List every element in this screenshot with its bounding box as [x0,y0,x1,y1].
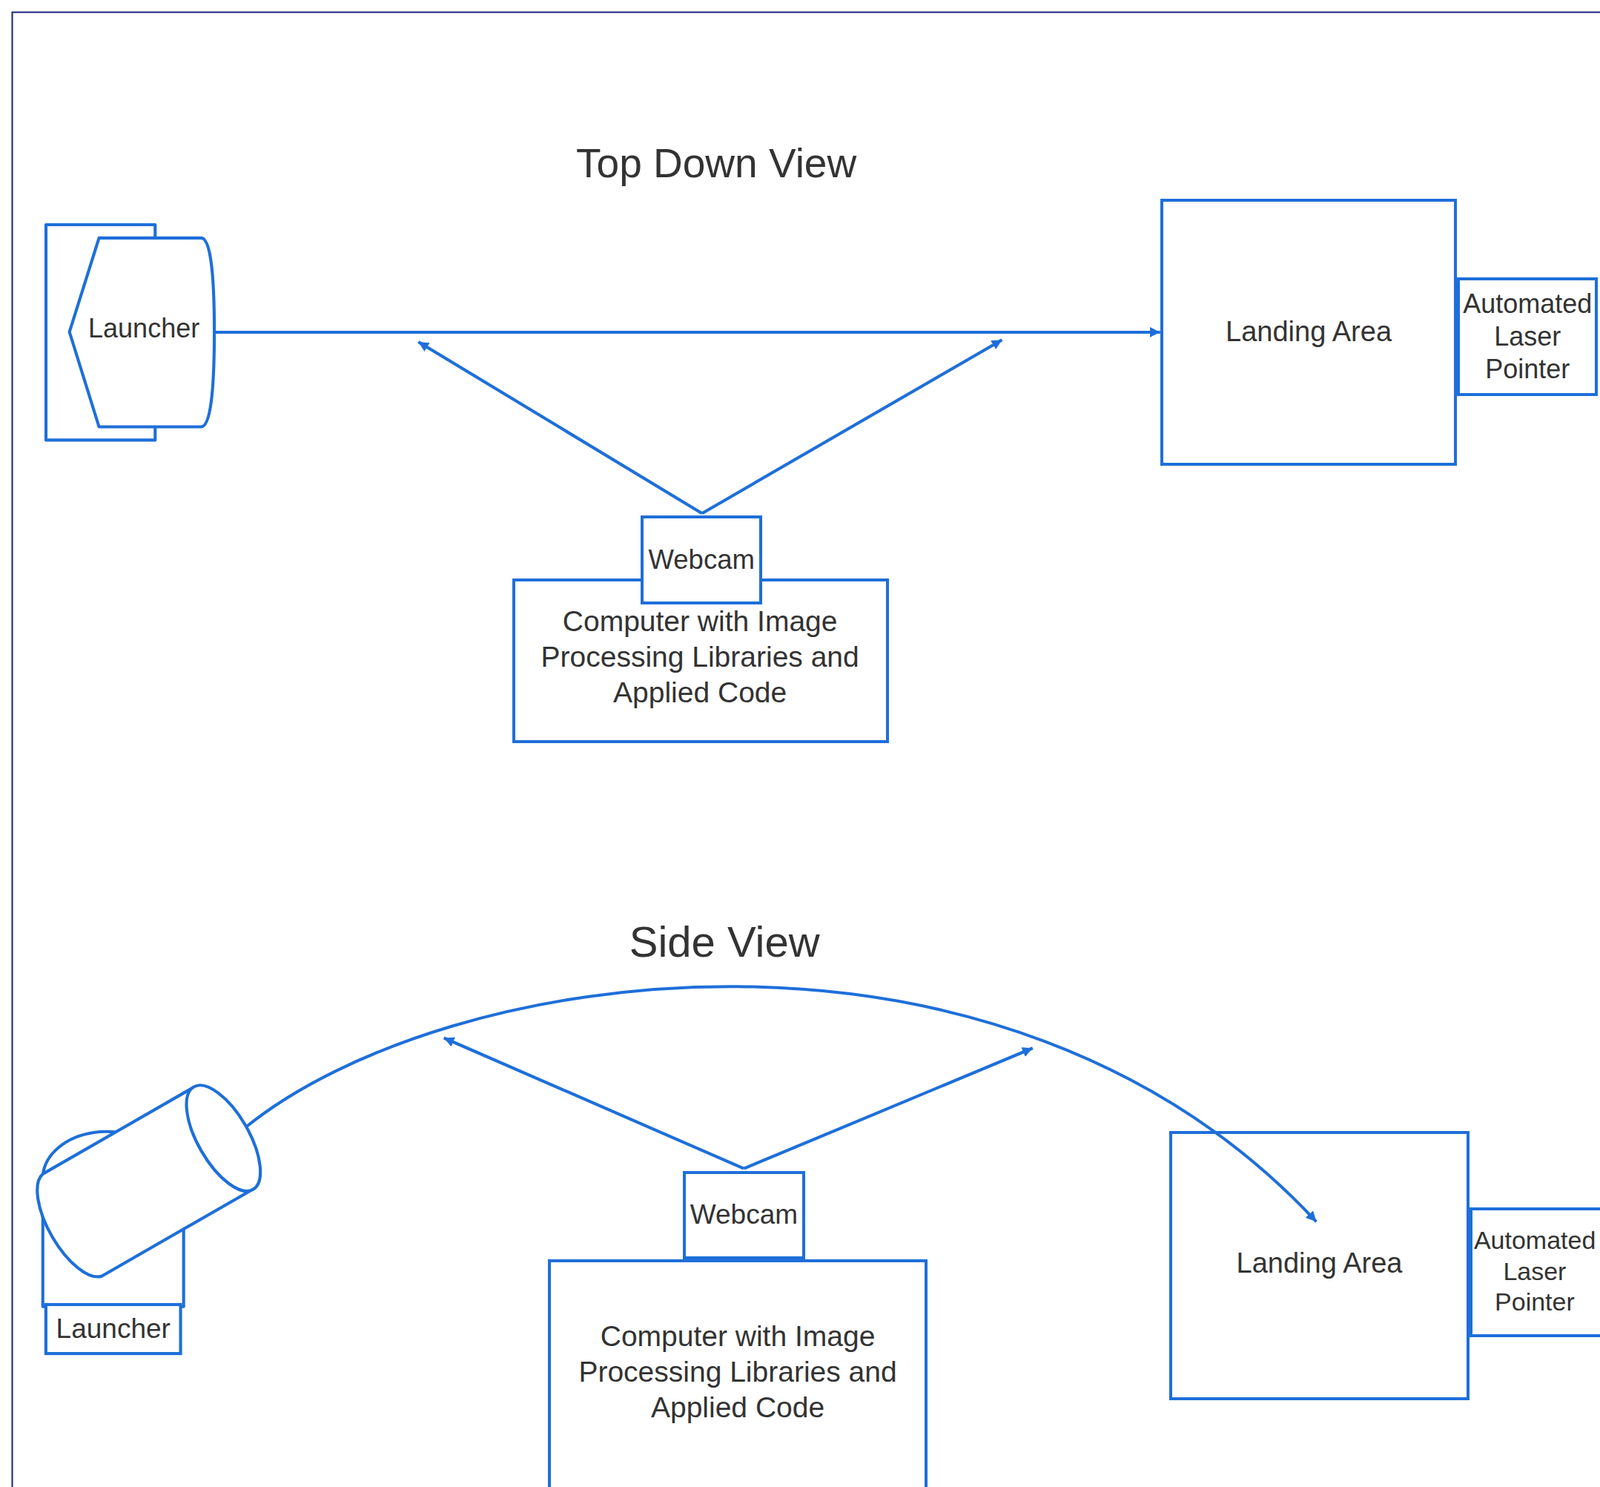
node-text: Webcam [648,543,755,577]
landing-area-box: Landing Area [1169,1130,1470,1400]
view-title: Side View [629,915,821,966]
webcam-box: Webcam [682,1170,806,1260]
view-line [743,1047,1033,1168]
node-text: Automated Laser Pointer [1460,287,1595,386]
view-line [418,341,703,514]
trajectory-line [214,330,1161,334]
node-text: Webcam [690,1198,798,1231]
page-frame [12,12,1600,1487]
node-text: Launcher [88,312,200,345]
node-text: Automated Laser Pointer [1473,1225,1596,1318]
landing-area-box: Landing Area [1160,198,1457,465]
node-text: Landing Area [1225,315,1392,350]
view-line [444,1037,745,1169]
laser-pointer-box: Automated Laser Pointer [1456,277,1598,396]
node-text: Landing Area [1236,1246,1403,1281]
laser-pointer-box: Automated Laser Pointer [1469,1207,1600,1337]
webcam-box: Webcam [640,515,763,605]
launcher-shape: Launcher [40,1081,261,1356]
view-line [702,339,1003,514]
view-title: Top Down View [576,139,857,187]
node-text: Launcher [56,1312,171,1345]
node-text: Computer with Image Processing Libraries… [567,1318,909,1426]
computer-box: Computer with Image Processing Libraries… [547,1258,928,1487]
node-text: Computer with Image Processing Libraries… [529,603,871,711]
launcher-shape: Launcher [45,224,215,440]
